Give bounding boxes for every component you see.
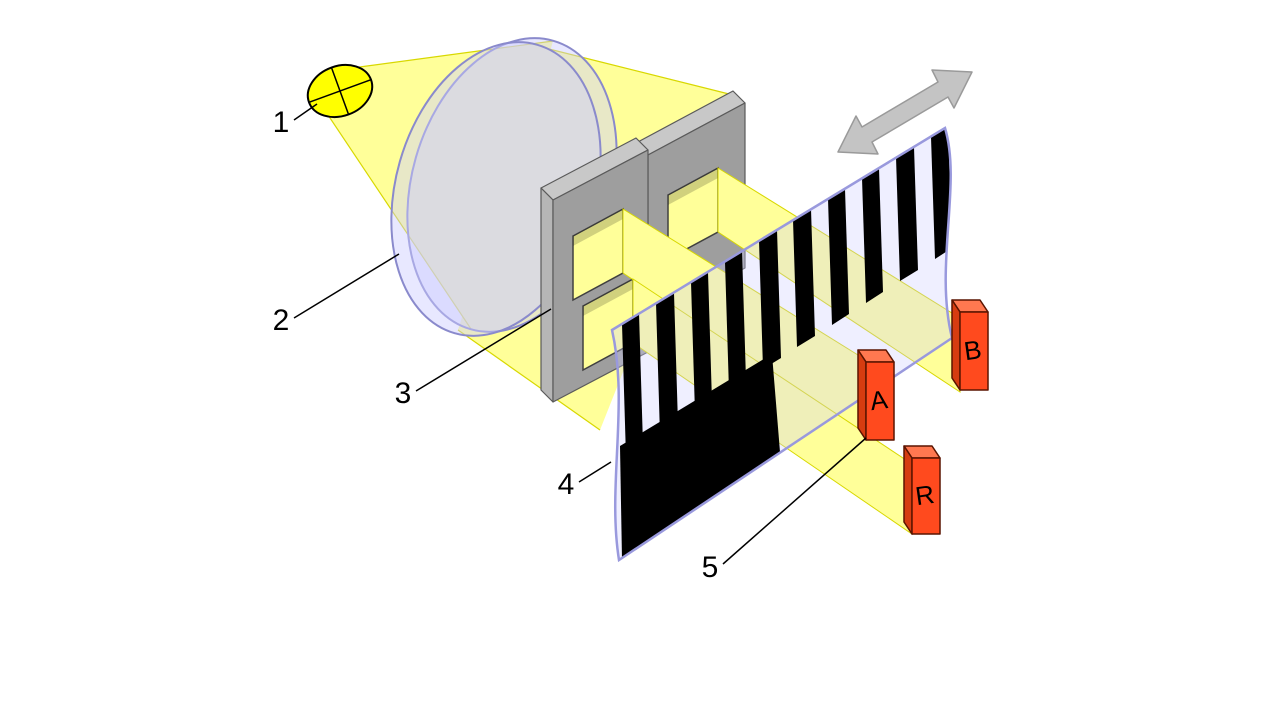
motion-arrow-icon <box>837 69 973 155</box>
detector-a-box: A <box>857 349 895 441</box>
scale-stripe <box>931 128 952 259</box>
detector-r-side <box>903 445 913 535</box>
cone-edge-bottom <box>325 111 472 330</box>
detector-a-front <box>865 361 895 441</box>
leader-line-1 <box>293 103 318 121</box>
scale-stripe <box>828 189 849 325</box>
scale-stripe <box>862 168 883 303</box>
code-scale-outline <box>610 126 954 563</box>
label-1-light-source: 1 <box>273 106 290 139</box>
scale-stripe <box>793 209 815 347</box>
light-source-bulb <box>306 63 374 119</box>
scale-stripe <box>896 147 918 281</box>
beam-edges <box>325 40 734 431</box>
bulb-cross-vertical <box>330 67 350 115</box>
mask-windows <box>572 166 719 372</box>
detector-r-box: R <box>903 445 941 535</box>
window-b-shade <box>668 168 718 205</box>
scale-stripe <box>691 272 712 413</box>
leader-line-5 <box>722 437 867 565</box>
mask-left-side-face <box>540 187 554 403</box>
window-r-shade <box>583 279 633 316</box>
detector-a-label: A <box>868 384 890 416</box>
scale-reference-black-region <box>620 354 780 560</box>
beam-edge-bottom <box>457 329 601 431</box>
scale-stripes <box>622 128 952 457</box>
label-5-detectors: 5 <box>702 551 719 584</box>
detector-a-side <box>857 349 867 441</box>
label-2-lens: 2 <box>273 304 290 337</box>
beam-edge-top <box>544 47 734 96</box>
detector-b-side <box>951 299 961 391</box>
detector-b-label: B <box>962 334 983 366</box>
detector-b-front <box>959 311 989 391</box>
window-shades <box>573 168 718 316</box>
detector-b-box: B <box>951 299 989 391</box>
label-4-scale: 4 <box>558 468 575 501</box>
detector-r-label: R <box>913 479 936 511</box>
detector-r-front <box>911 457 941 535</box>
leader-line-3 <box>415 308 552 392</box>
leader-line-4 <box>578 461 612 483</box>
scale-stripe <box>656 293 678 435</box>
light-cone <box>326 41 553 329</box>
cone-edge-top <box>351 40 554 69</box>
scale-stripe <box>622 313 643 457</box>
leader-lines <box>293 103 867 565</box>
leader-line-2 <box>293 253 400 319</box>
scale-stripe <box>725 251 746 391</box>
window-a-shade <box>573 209 623 246</box>
scale-stripe <box>759 230 781 369</box>
label-3-mask: 3 <box>395 377 412 410</box>
number-labels: 1 2 3 4 5 <box>273 106 719 584</box>
